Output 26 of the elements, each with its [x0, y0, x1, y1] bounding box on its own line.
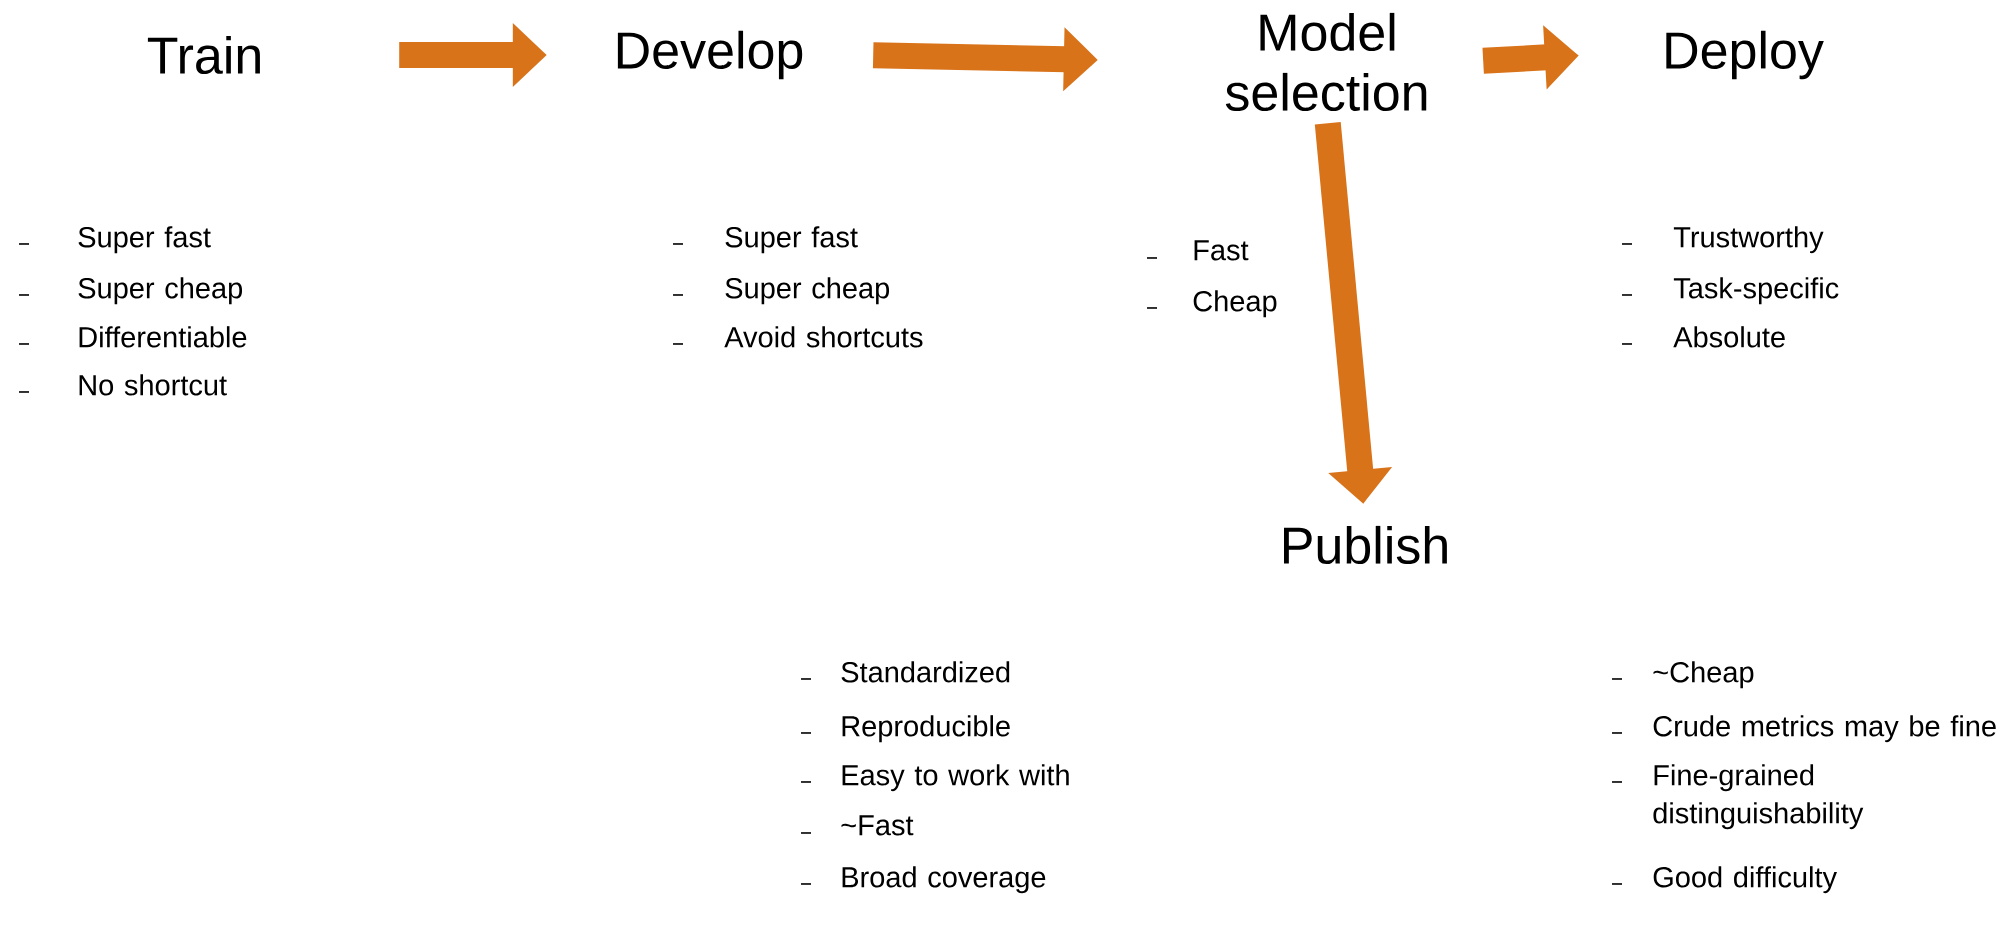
- bullet-item: Super fast: [18, 226, 211, 254]
- stage-title: Model selection: [1225, 12, 1427, 112]
- bullet-item: ~Fast: [800, 815, 914, 836]
- bullet-item: Super cheap: [18, 277, 243, 305]
- bullet-item: Crude metrics may be fine: [1611, 715, 1996, 743]
- bullet-item: Broad coverage: [800, 866, 1046, 894]
- bullet-item: No shortcut: [18, 374, 227, 396]
- stage-title: Develop: [617, 30, 803, 80]
- bullet-item: Fine-grained distinguishability: [1611, 764, 1864, 830]
- bullet-item: Avoid shortcuts: [672, 326, 923, 348]
- bullet-item: Cheap: [1146, 290, 1277, 318]
- stage-title: Deploy: [1666, 30, 1824, 80]
- bullet-item: Trustworthy: [1621, 226, 1824, 254]
- bullet-item: Differentiable: [18, 326, 247, 348]
- bullet-item: Good difficulty: [1611, 866, 1837, 894]
- bullet-item: Easy to work with: [800, 764, 1069, 792]
- bullet-item: Super cheap: [672, 277, 890, 305]
- bullet-item: Task-specific: [1621, 277, 1839, 305]
- bullet-item: Standardized: [800, 661, 1010, 683]
- bullet-item: Fast: [1146, 240, 1249, 261]
- stage-title: Train: [147, 35, 260, 75]
- bullet-item: Super fast: [672, 226, 858, 254]
- bullet-item: ~Cheap: [1611, 661, 1754, 689]
- bullet-item: Reproducible: [800, 715, 1010, 743]
- bullet-item: Absolute: [1621, 326, 1785, 348]
- stage-title: Publish: [1284, 525, 1447, 565]
